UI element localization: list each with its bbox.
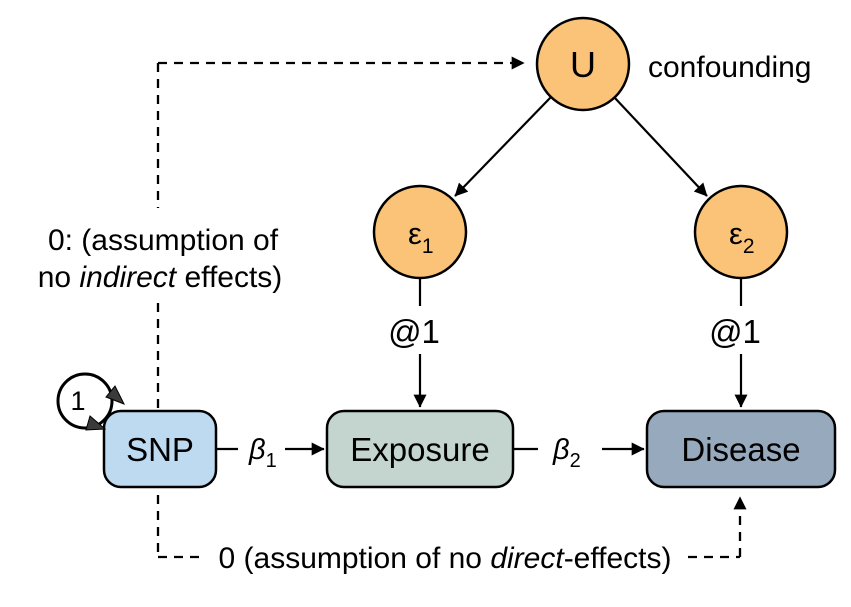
variance-label: 1 [70,386,85,416]
no-indirect-annotation-line1: 0: (assumption of [48,224,279,257]
beta1-label: β1 [248,434,277,472]
snp-label: SNP [126,431,194,468]
loading2-label: @1 [709,313,761,350]
confounder-u-node [535,16,631,112]
u-to-epsilon2-arrow [613,96,708,197]
no-direct-dashed-path [158,496,747,559]
u-node-label: U [570,44,596,85]
no-indirect-dashed-path [156,56,525,557]
loading1-label: @1 [388,313,440,350]
variance-loop [56,372,114,430]
snp-node [102,409,218,489]
confounding-label: confounding [648,51,811,84]
epsilon2-node [693,184,789,280]
disease-label: Disease [681,431,800,468]
exposure-node [325,409,515,489]
u-to-epsilon1-arrow [454,96,552,197]
epsilon1-label: ε1 [408,216,434,258]
beta2-label: β2 [552,434,581,472]
disease-node [645,409,837,489]
no-indirect-annotation-line2: no indirect effects) [38,261,283,294]
epsilon1-node [372,184,468,280]
exposure-label: Exposure [350,431,489,468]
variance-loop-arrowheads [85,385,126,431]
epsilon2-label: ε2 [729,216,755,258]
no-direct-annotation: 0 (assumption of no direct-effects) [219,542,672,575]
